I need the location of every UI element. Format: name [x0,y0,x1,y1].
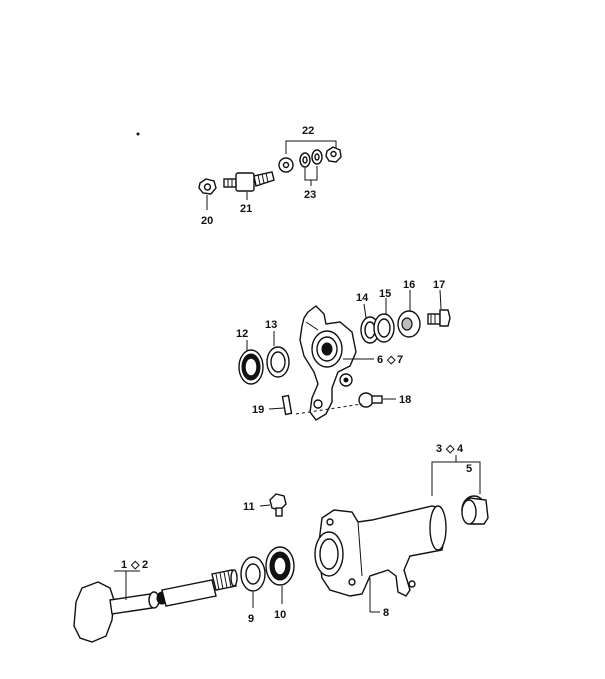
svg-text:2: 2 [142,559,148,571]
part-15-ring [373,313,395,343]
part-16-cap [397,310,421,338]
part-5-bushing [461,495,489,525]
label-20: 20 [201,215,213,227]
part-6-7-lever-housing [299,305,357,421]
label-16: 16 [403,279,415,291]
label-10: 10 [274,609,286,621]
label-21: 21 [240,203,252,215]
part-3-4-housing-tube [314,505,447,597]
label-13: 13 [265,319,277,331]
label-15: 15 [379,288,391,300]
part-12-bearing [238,349,264,385]
part-10-bearing [265,546,295,586]
label-11: 11 [243,501,255,513]
part-9-washer [240,556,266,592]
label-12: 12 [236,328,248,340]
leader-1-2 [114,570,140,600]
label-1-2: 1 ◇ 2 [121,559,148,571]
label-17: 17 [433,279,445,291]
label-19: 19 [252,404,264,416]
leader-22 [285,140,337,154]
svg-text:◇: ◇ [445,443,455,455]
label-8: 8 [383,607,389,619]
label-3-4: 3 ◇ 4 [436,443,464,455]
label-23: 23 [304,189,316,201]
svg-text:◇: ◇ [386,354,396,366]
part-21-stud [223,171,275,192]
svg-text:6: 6 [377,354,383,366]
part-22-23-nuts [278,146,342,173]
label-6-7: 6 ◇ 7 [377,354,403,366]
leader-11 [259,504,271,507]
leader-23 [304,166,318,181]
label-5: 5 [466,463,472,475]
part-1-2-shift-lever [73,569,238,643]
leader-3-4-5 [431,461,481,496]
label-22: 22 [302,125,314,137]
leader-17 [439,289,442,310]
svg-text:3: 3 [436,443,442,455]
leader-14 [363,303,367,319]
svg-text:1: 1 [121,559,127,571]
part-18-screw [358,392,383,408]
part-11-plug [269,493,287,517]
label-9: 9 [248,613,254,625]
part-19-pin [281,394,293,416]
svg-text:7: 7 [397,354,403,366]
label-18: 18 [399,394,411,406]
svg-text:◇: ◇ [130,559,140,571]
part-13-washer [266,346,290,378]
part-20-nut [198,178,217,195]
svg-text:4: 4 [457,443,464,455]
label-14: 14 [356,292,369,304]
part-17-bolt [427,309,451,327]
leader-19 [268,407,285,410]
